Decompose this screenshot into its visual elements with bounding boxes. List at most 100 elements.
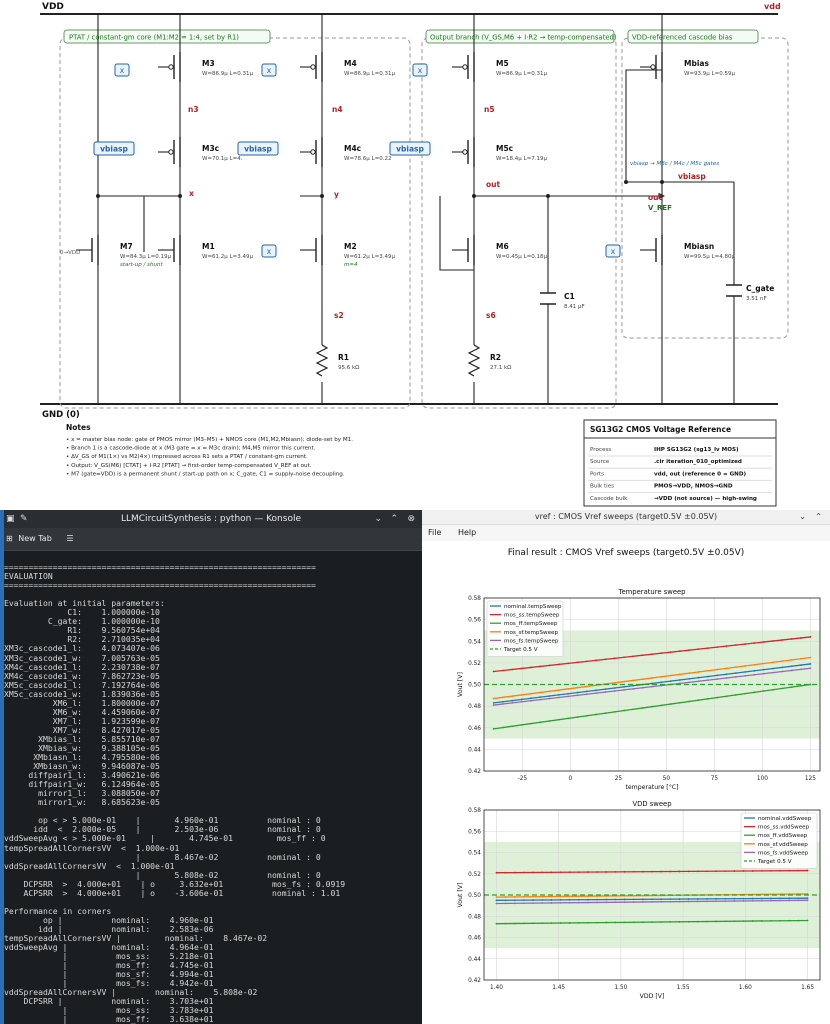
series-point [529, 722, 532, 725]
series-point [770, 893, 772, 896]
series-point [641, 901, 644, 903]
x-tick-label: 1.60 [739, 985, 752, 991]
transistor-m5 [452, 52, 475, 82]
series-point [707, 647, 709, 650]
label-m2: M2 [344, 242, 357, 251]
series-point [587, 898, 589, 901]
series-point [660, 684, 663, 687]
series-point [614, 901, 617, 904]
series-point [797, 899, 800, 902]
output-section-box [421, 37, 617, 409]
konsole-titlebar[interactable]: ▣ ✎ LLMCircuitSynthesis : python — Konso… [0, 510, 422, 528]
series-point [539, 698, 542, 701]
series-point [539, 696, 542, 699]
series-point [567, 692, 570, 695]
label-m7: M7 [120, 242, 133, 251]
series-point [529, 692, 532, 695]
legend-entry: mos_ss.vddSweep [758, 825, 810, 831]
badge-x-m3: x [120, 66, 125, 75]
plot-maximize-icon[interactable]: ⌃ [815, 512, 822, 521]
series-point [504, 896, 507, 898]
badge-x-mbiasn: x [611, 247, 616, 256]
series-point [559, 871, 562, 874]
series-point [800, 637, 802, 639]
plot-window[interactable]: vref : CMOS Vref sweeps (target0.5V ±0.0… [422, 510, 830, 1024]
series-point [725, 673, 728, 676]
params-m6: W=0.45µ L=0.18µ [496, 254, 547, 260]
series-point [604, 691, 607, 693]
series-point [587, 871, 589, 873]
new-tab-button[interactable]: New Tab [18, 534, 52, 543]
series-point [660, 704, 663, 707]
terminal-output[interactable]: ========================================… [4, 554, 418, 1024]
label-m3: M3 [202, 59, 215, 68]
series-point [522, 922, 525, 925]
series-point [779, 897, 782, 900]
new-tab-icon[interactable]: ⊞ [6, 534, 13, 543]
y-axis-label: Vout [V] [457, 672, 464, 697]
series-point [660, 870, 663, 873]
series-point [762, 641, 765, 643]
series-point [679, 682, 681, 685]
series-point [744, 665, 747, 667]
plot-titlebar[interactable]: vref : CMOS Vref sweeps (target0.5V ±0.0… [422, 510, 830, 525]
series-point [585, 685, 588, 688]
y-tick-label: 0.42 [468, 978, 481, 984]
pin-icon[interactable]: ✎ [20, 514, 28, 524]
series-point [513, 922, 516, 925]
series-point [504, 871, 507, 874]
menu-file[interactable]: File [428, 528, 442, 537]
schematic-canvas: VDD vdd GND (0) PTAT / constant-gm core … [40, 2, 789, 507]
series-point [697, 671, 700, 673]
series-point [753, 673, 756, 676]
series-point [781, 639, 784, 641]
label-m1: M1 [202, 242, 215, 251]
series-point [687, 920, 690, 923]
series-point [522, 871, 525, 874]
series-point [733, 920, 736, 923]
series-point [520, 667, 523, 670]
series-point [715, 900, 717, 903]
notes-title: Notes [66, 423, 91, 432]
plot-minimize-icon[interactable]: ⌄ [799, 512, 806, 521]
series-point [559, 898, 562, 901]
series-point [669, 900, 672, 903]
series-point [605, 898, 608, 901]
konsole-window[interactable]: ▣ ✎ LLMCircuitSynthesis : python — Konso… [0, 510, 422, 1024]
series-point [760, 899, 763, 902]
chart-title: Temperature sweep [618, 588, 686, 596]
badge-vbiasp-m5c: vbiasp [396, 145, 424, 154]
series-point [724, 920, 727, 923]
series-point [733, 897, 736, 900]
series-point [779, 869, 782, 872]
series-point [806, 897, 809, 900]
series-point [797, 919, 800, 922]
close-icon[interactable]: ⊗ [407, 514, 415, 524]
series-point [651, 901, 653, 903]
c1-symbol [540, 292, 556, 305]
series-point [651, 870, 653, 873]
series-point [559, 901, 562, 904]
legend-entry: mos_ff.vddSweep [758, 833, 808, 839]
note-line: • M7 (gate=VDD) is a permanent shunt / s… [66, 471, 345, 477]
transistor-m4c [300, 137, 323, 167]
series-point [790, 665, 793, 668]
menu-help[interactable]: Help [457, 528, 477, 537]
series-point [687, 900, 690, 903]
x-axis-label: temperature [°C] [625, 783, 678, 791]
hamburger-menu-icon[interactable]: ☰ [66, 534, 74, 543]
series-point [651, 677, 653, 679]
series-point [532, 899, 534, 901]
series-point [557, 663, 560, 666]
maximize-icon[interactable]: ⌃ [390, 514, 398, 524]
series-point [806, 893, 809, 895]
chart-vdd: 0.420.440.460.480.500.520.540.560.581.40… [457, 800, 821, 1000]
minimize-icon[interactable]: ⌄ [374, 514, 382, 524]
series-point [641, 683, 644, 686]
series-point [772, 688, 775, 691]
params-m3c: W=70.1µ L=4. [202, 156, 243, 162]
x-tick-label: 1.45 [552, 985, 565, 991]
series-point [585, 690, 588, 693]
params-m2: W=61.2µ L=3.49µ [344, 254, 395, 260]
series-point [762, 690, 765, 692]
